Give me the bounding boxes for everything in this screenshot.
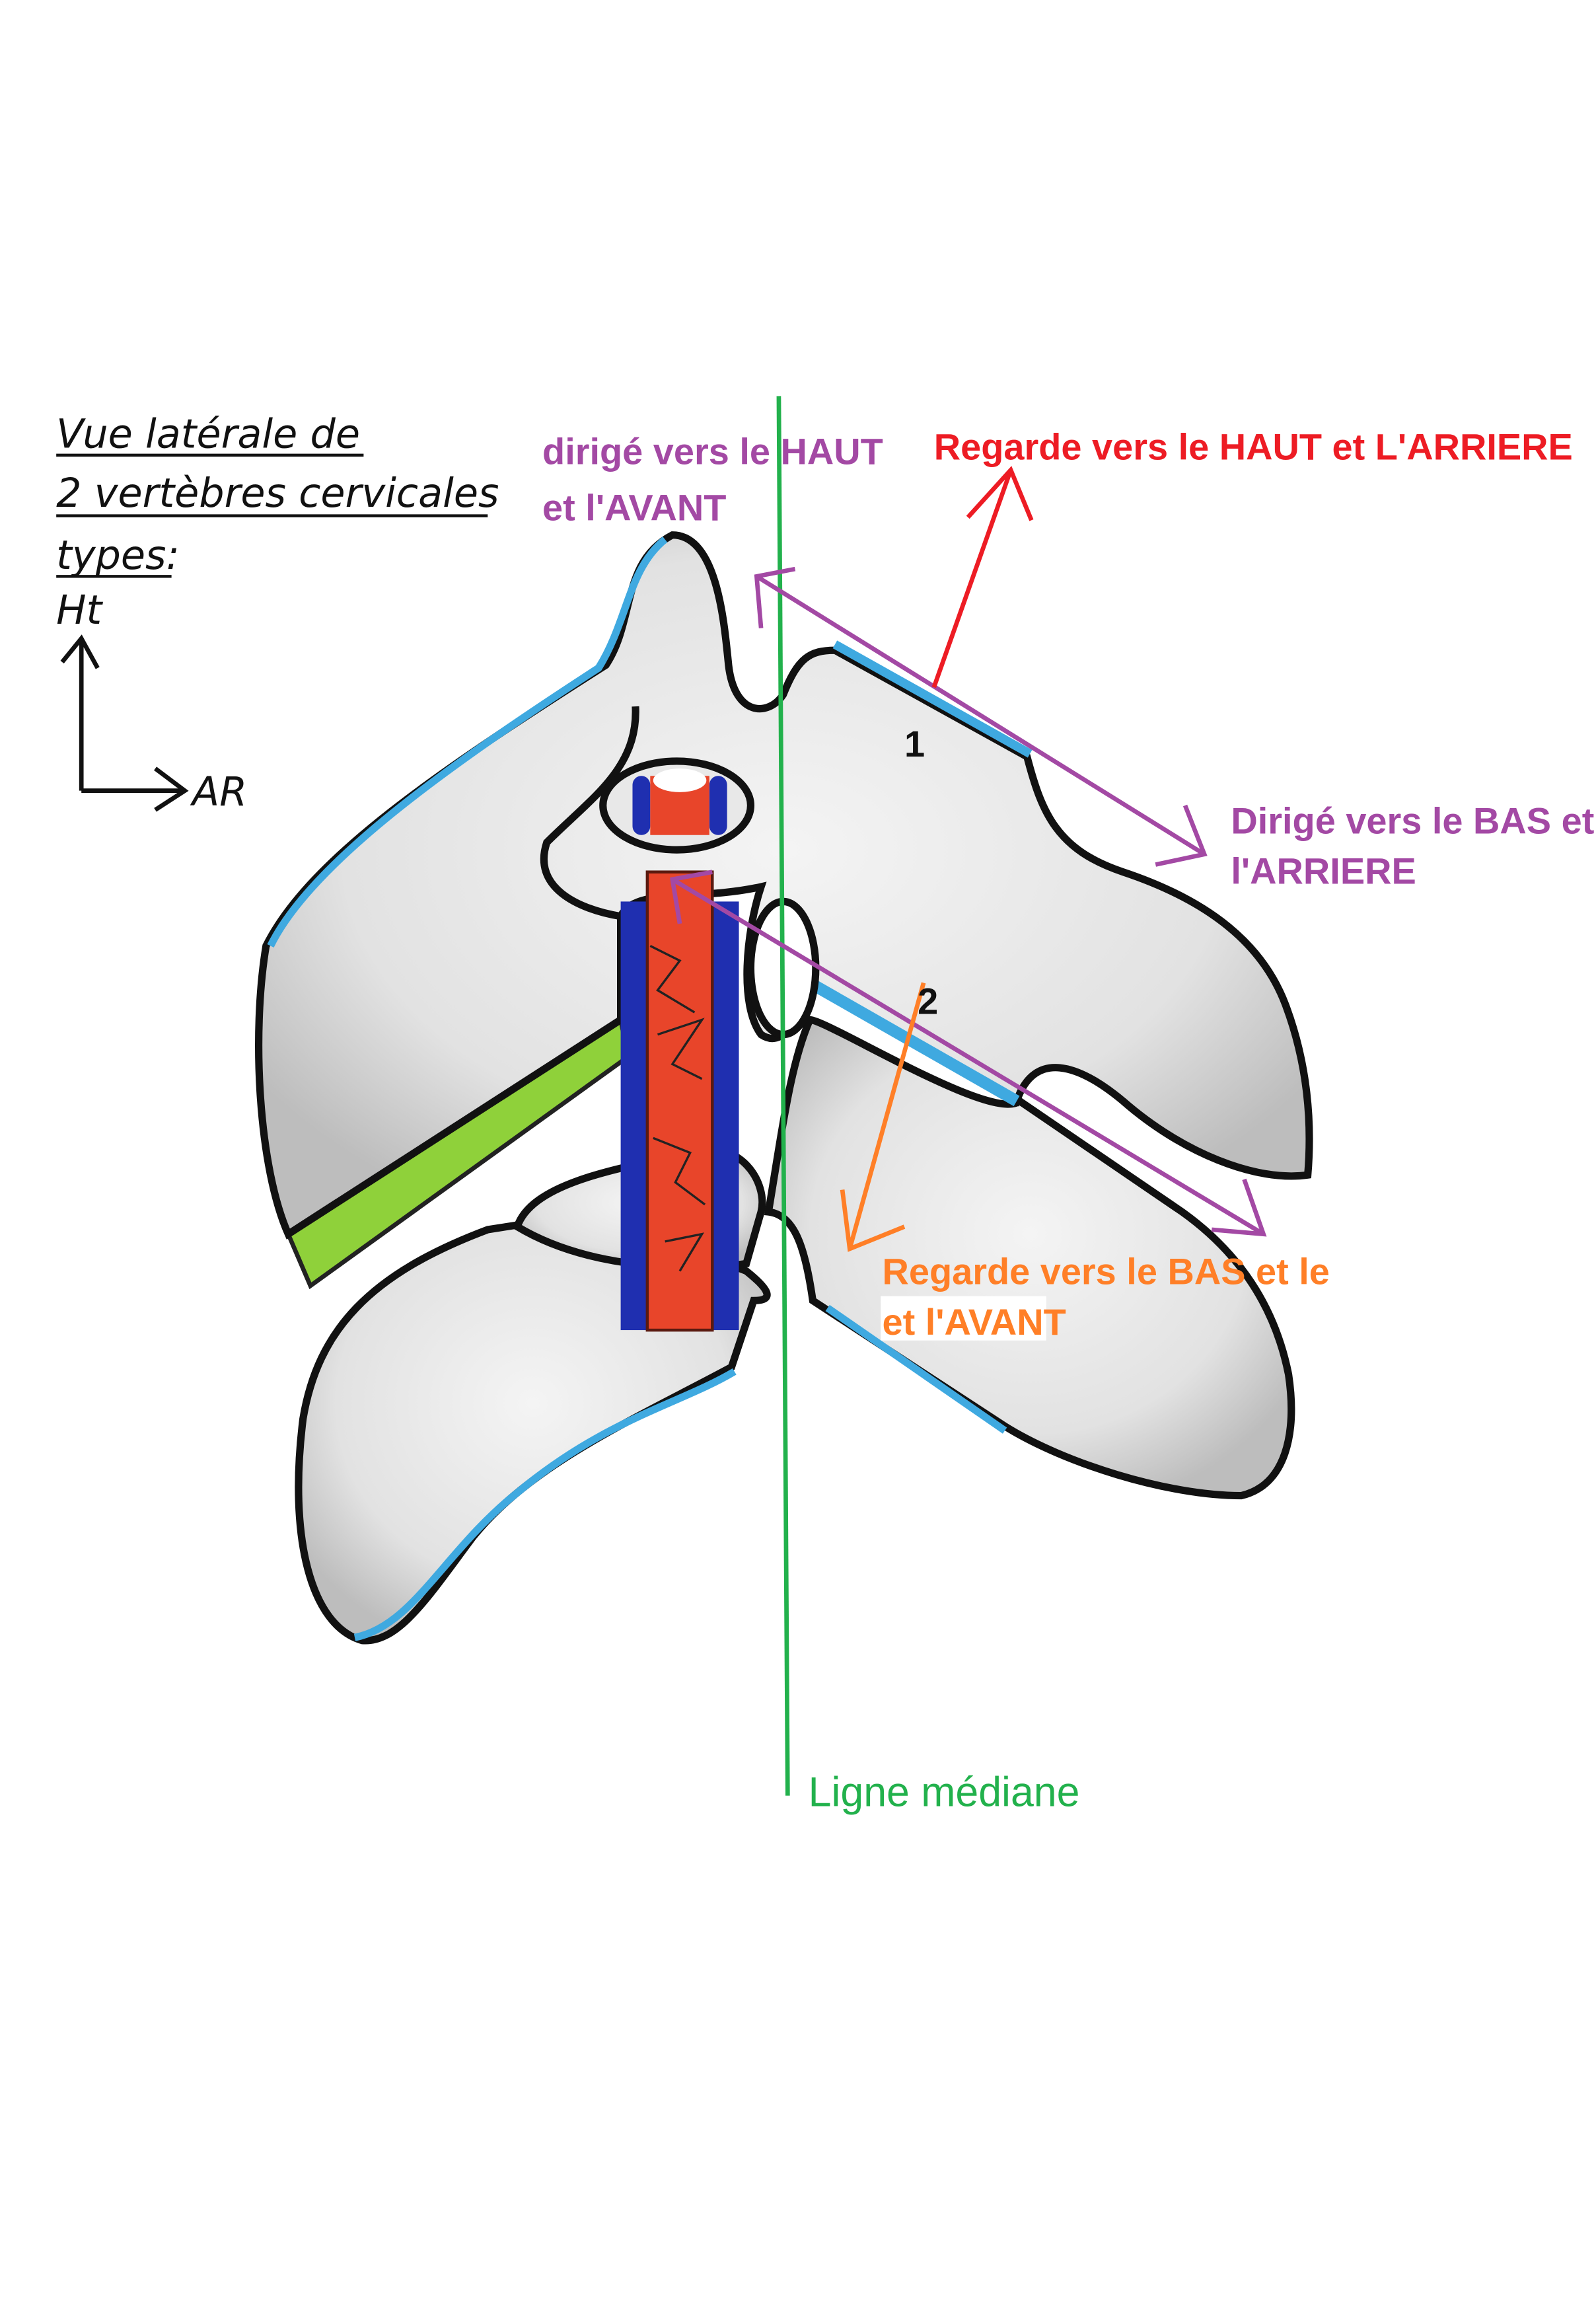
orientation-axes bbox=[60, 634, 189, 812]
axis-right-label: AR bbox=[190, 769, 247, 815]
purple-arrow-lower bbox=[670, 870, 1267, 1237]
label-midline: Ligne médiane bbox=[809, 1769, 1080, 1815]
axis-up-label: Ht bbox=[56, 587, 103, 634]
arrows bbox=[670, 466, 1267, 1252]
title-line-2: 2 vertèbres cervicales bbox=[56, 470, 499, 517]
label-lower-direction-2: l'ARRIERE bbox=[1231, 850, 1416, 892]
number-2: 2 bbox=[918, 980, 938, 1022]
label-upper-direction-2: et l'AVANT bbox=[542, 486, 726, 528]
vertebral-vessels bbox=[620, 768, 739, 1332]
midline bbox=[776, 396, 790, 1796]
label-upper-direction-1: dirigé vers le HAUT bbox=[542, 430, 883, 472]
label-lower-facet-2: et l'AVANT bbox=[882, 1301, 1066, 1343]
purple-arrow-upper bbox=[754, 566, 1208, 867]
title-line-1: Vue latérale de bbox=[56, 412, 360, 458]
red-arrow bbox=[931, 466, 1034, 689]
number-1: 1 bbox=[904, 723, 925, 764]
label-lower-facet-1: Regarde vers le BAS et le bbox=[882, 1251, 1329, 1292]
title-line-3: types: bbox=[56, 533, 180, 579]
orange-arrow bbox=[840, 982, 926, 1252]
label-upper-facet: Regarde vers le HAUT et L'ARRIERE bbox=[934, 426, 1573, 468]
label-lower-direction-1: Dirigé vers le BAS et bbox=[1231, 800, 1594, 842]
